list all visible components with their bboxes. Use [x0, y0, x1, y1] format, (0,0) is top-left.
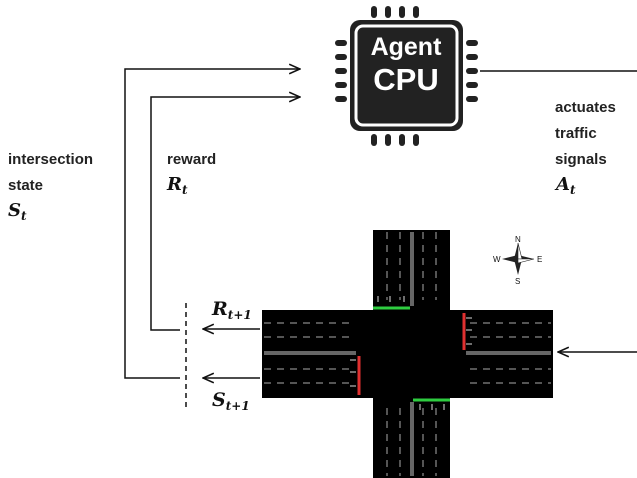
cpu-right-pins [466, 40, 478, 102]
action-label-line3: signals [555, 151, 607, 168]
compass-e: E [537, 255, 542, 264]
action-label-line1: actuates [555, 99, 616, 116]
action-symbol: At [554, 174, 576, 197]
state-label: intersection state St [8, 151, 93, 223]
next-state-symbol: St+1 [212, 389, 250, 413]
horizontal-lane-marks [264, 322, 551, 384]
cpu-top-pins [371, 6, 419, 18]
turn-arrow-marks [350, 296, 472, 410]
reward-label-line1: reward [167, 151, 216, 168]
vertical-centerlines [410, 232, 414, 476]
horizontal-centerlines [264, 351, 551, 355]
compass-s: S [515, 277, 520, 286]
compass-w: W [493, 255, 501, 264]
cpu-label-cpu: CPU [373, 62, 438, 97]
intersection [262, 230, 553, 478]
action-line [480, 70, 637, 352]
state-symbol: St [8, 200, 27, 223]
compass-n: N [515, 235, 521, 244]
reward-feedback-line [150, 97, 300, 331]
next-reward-symbol: Rt+1 [211, 298, 252, 322]
cpu-left-pins [335, 40, 347, 102]
cpu-label-agent: Agent [371, 33, 443, 61]
state-feedback-line [124, 69, 300, 379]
center-octagon [361, 310, 462, 398]
cpu-bottom-pins [371, 134, 419, 146]
reward-label: reward Rt [166, 151, 216, 197]
action-label-line2: traffic [555, 125, 597, 142]
reward-symbol: Rt [166, 174, 188, 197]
next-state-label: St+1 [212, 389, 250, 413]
cpu-body [350, 20, 463, 131]
compass-icon: N S E W [493, 235, 542, 286]
cpu-inner-border [354, 24, 459, 127]
agent-cpu-chip: Agent CPU [335, 6, 478, 146]
state-label-line1: intersection [8, 151, 93, 168]
vertical-lane-marks [386, 232, 437, 476]
state-label-line2: state [8, 177, 43, 194]
action-label: actuates traffic signals At [554, 99, 616, 197]
next-reward-label: Rt+1 [211, 298, 252, 322]
